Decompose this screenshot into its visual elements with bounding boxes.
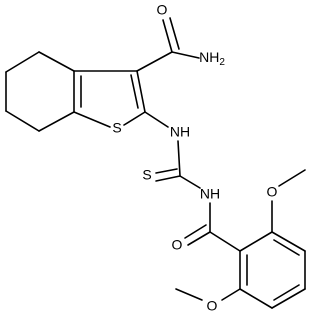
bond-ccarbonyl-o-double: [184, 224, 207, 239]
bond-c3-camide: [136, 51, 173, 72]
bond-camide-o-double: [169, 17, 180, 50]
atom-o-methoxy-top: O: [267, 184, 278, 200]
bond-c7a-s1: [73, 111, 111, 128]
atom-o-carboxamide: O: [157, 2, 168, 18]
atom-nh2-subscript: 2: [219, 57, 225, 68]
bond-camide-n: [171, 51, 200, 59]
bond-cthio-nh: [179, 175, 201, 189]
bond-c3a-c4: [38, 51, 75, 72]
bond-ar4-ar5-double: [273, 284, 300, 301]
bond-omethoxy-ch3-top: [278, 169, 306, 187]
bond-c6-c7: [5, 110, 40, 132]
atom-nh2-main: NH: [199, 49, 219, 65]
bond-s1-c2: [123, 111, 146, 126]
atom-nh-thiourea: NH: [200, 186, 220, 202]
bond-cthio-s-double: [155, 168, 178, 174]
bond-c2-nh: [144, 111, 169, 128]
bond-cthio-s: [155, 175, 181, 182]
bond-nh-cthio: [177, 140, 181, 177]
bond-ccarbonyl-o: [187, 231, 211, 246]
bond-c2-c3: [136, 70, 146, 113]
bond-ar6-omethoxy: [221, 288, 241, 301]
atom-s-thiophene: S: [112, 120, 121, 136]
atom-s-thiocarbonyl: S: [142, 167, 151, 183]
bond-ar2-ar3-double: [273, 239, 300, 256]
bond-c7-c7a: [38, 111, 75, 132]
bond-ar2-ar3: [271, 231, 306, 252]
atom-nh2-carboxamide: NH2: [199, 49, 225, 68]
bond-c2-c3-double: [130, 74, 139, 109]
bond-ar5-ar6: [239, 288, 273, 309]
bond-ar1-ar2: [239, 231, 273, 252]
bond-omethoxy-ch3-bottom: [175, 288, 203, 301]
atom-o-benzoyl: O: [172, 237, 183, 253]
bond-ar4-ar5: [271, 288, 306, 309]
atom-o-methoxy-bottom: O: [207, 298, 218, 314]
atom-nh-amine: NH: [170, 124, 190, 140]
bond-c4-c5: [5, 51, 40, 73]
bond-ccarbonyl-ring: [209, 231, 241, 252]
bond-lines: [5, 17, 306, 309]
bond-camide-o: [162, 19, 173, 53]
atom-labels: O NH2 S NH S NH O O O: [112, 2, 277, 314]
